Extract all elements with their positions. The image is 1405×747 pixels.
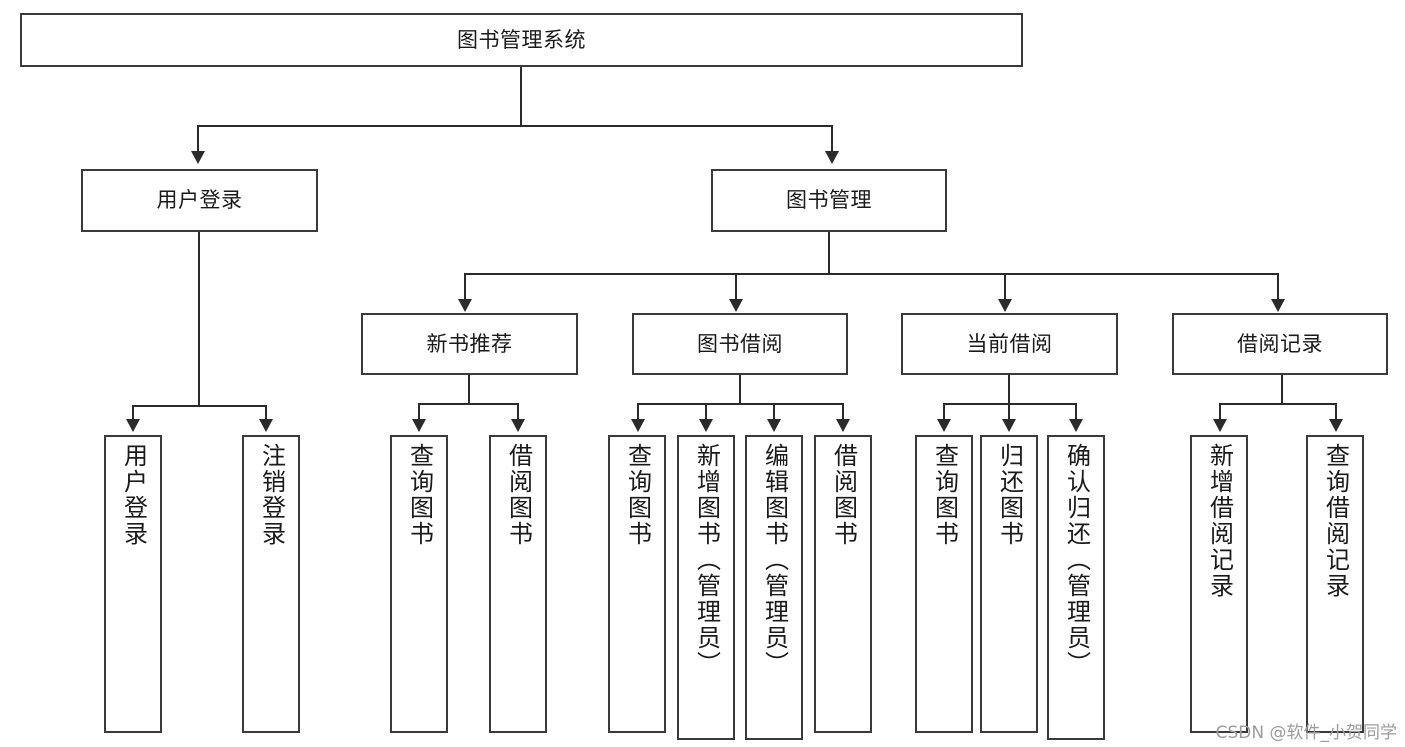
- node-label: 注销登录: [257, 443, 286, 547]
- node-new-book-recommend[interactable]: 新书推荐: [361, 313, 578, 375]
- arrowhead-leaf-borrow-book-2: [836, 419, 850, 432]
- connector-book-borrow-drop-4: [842, 403, 844, 419]
- node-book-management[interactable]: 图书管理: [711, 169, 947, 232]
- connector-user-login-drop-1: [132, 405, 134, 419]
- node-label: 用户登录: [156, 188, 243, 213]
- node-label: 编辑图书（管理员）: [760, 443, 789, 677]
- connector-borrow-record-drop-1: [1219, 403, 1221, 419]
- connector-borrow-record-stem: [1281, 375, 1283, 404]
- arrowhead-leaf-query-book-2: [631, 419, 645, 432]
- node-leaf-return-book[interactable]: 归还图书: [980, 435, 1038, 733]
- node-label: 查询借阅记录: [1321, 443, 1350, 599]
- node-leaf-edit-book[interactable]: 编辑图书（管理员）: [745, 435, 803, 740]
- node-leaf-borrow-book-recommend[interactable]: 借阅图书: [489, 435, 547, 733]
- node-leaf-query-book-borrow[interactable]: 查询图书: [608, 435, 666, 733]
- arrowhead-new-book-recommend: [458, 299, 472, 312]
- node-label: 当前借阅: [966, 331, 1053, 356]
- node-current-borrow[interactable]: 当前借阅: [901, 313, 1118, 375]
- arrowhead-leaf-query-record: [1329, 419, 1343, 432]
- connector-level2-drop-left: [197, 125, 199, 151]
- node-label: 图书管理系统: [457, 27, 586, 52]
- node-label: 借阅图书: [504, 443, 533, 547]
- connector-level3-drop-2: [735, 273, 737, 299]
- connector-user-login-bus: [132, 405, 266, 407]
- connector-level3-drop-1: [464, 273, 466, 299]
- node-label: 查询图书: [405, 443, 434, 547]
- arrowhead-leaf-confirm-return: [1069, 419, 1083, 432]
- node-label: 用户登录: [119, 443, 148, 547]
- connector-current-borrow-drop-2: [1008, 403, 1010, 419]
- connector-current-borrow-drop-3: [1075, 403, 1077, 419]
- connector-book-borrow-drop-1: [637, 403, 639, 419]
- node-leaf-query-book-recommend[interactable]: 查询图书: [390, 435, 448, 733]
- node-leaf-add-borrow-record[interactable]: 新增借阅记录: [1190, 435, 1248, 733]
- connector-book-borrow-drop-3: [773, 403, 775, 419]
- connector-level2-drop-right: [831, 125, 833, 151]
- node-leaf-confirm-return[interactable]: 确认归还（管理员）: [1047, 435, 1105, 740]
- node-label: 归还图书: [995, 443, 1024, 547]
- arrowhead-leaf-edit-book: [767, 419, 781, 432]
- arrowhead-borrow-record: [1271, 299, 1285, 312]
- node-user-login[interactable]: 用户登录: [81, 169, 318, 232]
- arrowhead-book-borrow: [729, 299, 743, 312]
- node-root-book-management-system[interactable]: 图书管理系统: [20, 13, 1023, 67]
- arrowhead-current-borrow: [998, 299, 1012, 312]
- node-leaf-query-book-current[interactable]: 查询图书: [915, 435, 973, 733]
- connector-new-book-stem: [468, 375, 470, 404]
- connector-new-book-drop-1: [418, 403, 420, 419]
- node-leaf-borrow-book[interactable]: 借阅图书: [814, 435, 872, 733]
- connector-level3-drop-3: [1004, 273, 1006, 299]
- node-leaf-query-borrow-record[interactable]: 查询借阅记录: [1306, 435, 1364, 733]
- node-borrow-record[interactable]: 借阅记录: [1172, 313, 1388, 375]
- arrowhead-user-login: [191, 151, 205, 164]
- connector-new-book-drop-2: [517, 403, 519, 419]
- connector-new-book-bus: [418, 403, 518, 405]
- node-label: 图书借阅: [697, 331, 783, 356]
- connector-root-stem: [520, 66, 522, 126]
- arrowhead-leaf-return-book: [1002, 419, 1016, 432]
- connector-book-borrow-drop-2: [705, 403, 707, 419]
- node-label: 新书推荐: [426, 331, 513, 356]
- connector-user-login-drop-2: [265, 405, 267, 419]
- node-label: 借阅图书: [829, 443, 858, 547]
- connector-current-borrow-drop-1: [943, 403, 945, 419]
- csdn-watermark: CSDN @软件_小贺同学: [1215, 723, 1397, 743]
- arrowhead-leaf-logout-login: [259, 419, 273, 432]
- node-leaf-add-book[interactable]: 新增图书（管理员）: [677, 435, 735, 740]
- node-label: 查询图书: [623, 443, 652, 547]
- connector-level3-drop-4: [1277, 273, 1279, 299]
- arrowhead-leaf-query-book-3: [937, 419, 951, 432]
- connector-level3-bus: [464, 273, 1278, 275]
- node-book-borrow[interactable]: 图书借阅: [632, 313, 848, 375]
- arrowhead-book-management: [825, 151, 839, 164]
- connector-level2-bus: [197, 125, 832, 127]
- connector-user-login-stem: [198, 232, 200, 406]
- node-label: 新增图书（管理员）: [692, 443, 721, 677]
- connector-book-management-stem: [828, 232, 830, 274]
- connector-borrow-record-bus: [1219, 403, 1336, 405]
- connector-book-borrow-bus: [637, 403, 843, 405]
- node-label: 新增借阅记录: [1205, 443, 1234, 599]
- arrowhead-leaf-borrow-book-1: [511, 419, 525, 432]
- connector-book-borrow-stem: [739, 375, 741, 404]
- arrowhead-leaf-add-book: [699, 419, 713, 432]
- node-label: 图书管理: [786, 188, 872, 213]
- node-label: 查询图书: [930, 443, 959, 547]
- arrowhead-leaf-user-login: [126, 419, 140, 432]
- connector-borrow-record-drop-2: [1335, 403, 1337, 419]
- node-label: 借阅记录: [1237, 331, 1323, 356]
- node-leaf-logout-login[interactable]: 注销登录: [242, 435, 300, 733]
- arrowhead-leaf-query-book-1: [412, 419, 426, 432]
- arrowhead-leaf-add-record: [1213, 419, 1227, 432]
- node-label: 确认归还（管理员）: [1062, 443, 1091, 677]
- node-leaf-user-login[interactable]: 用户登录: [104, 435, 162, 733]
- connector-current-borrow-stem: [1008, 375, 1010, 404]
